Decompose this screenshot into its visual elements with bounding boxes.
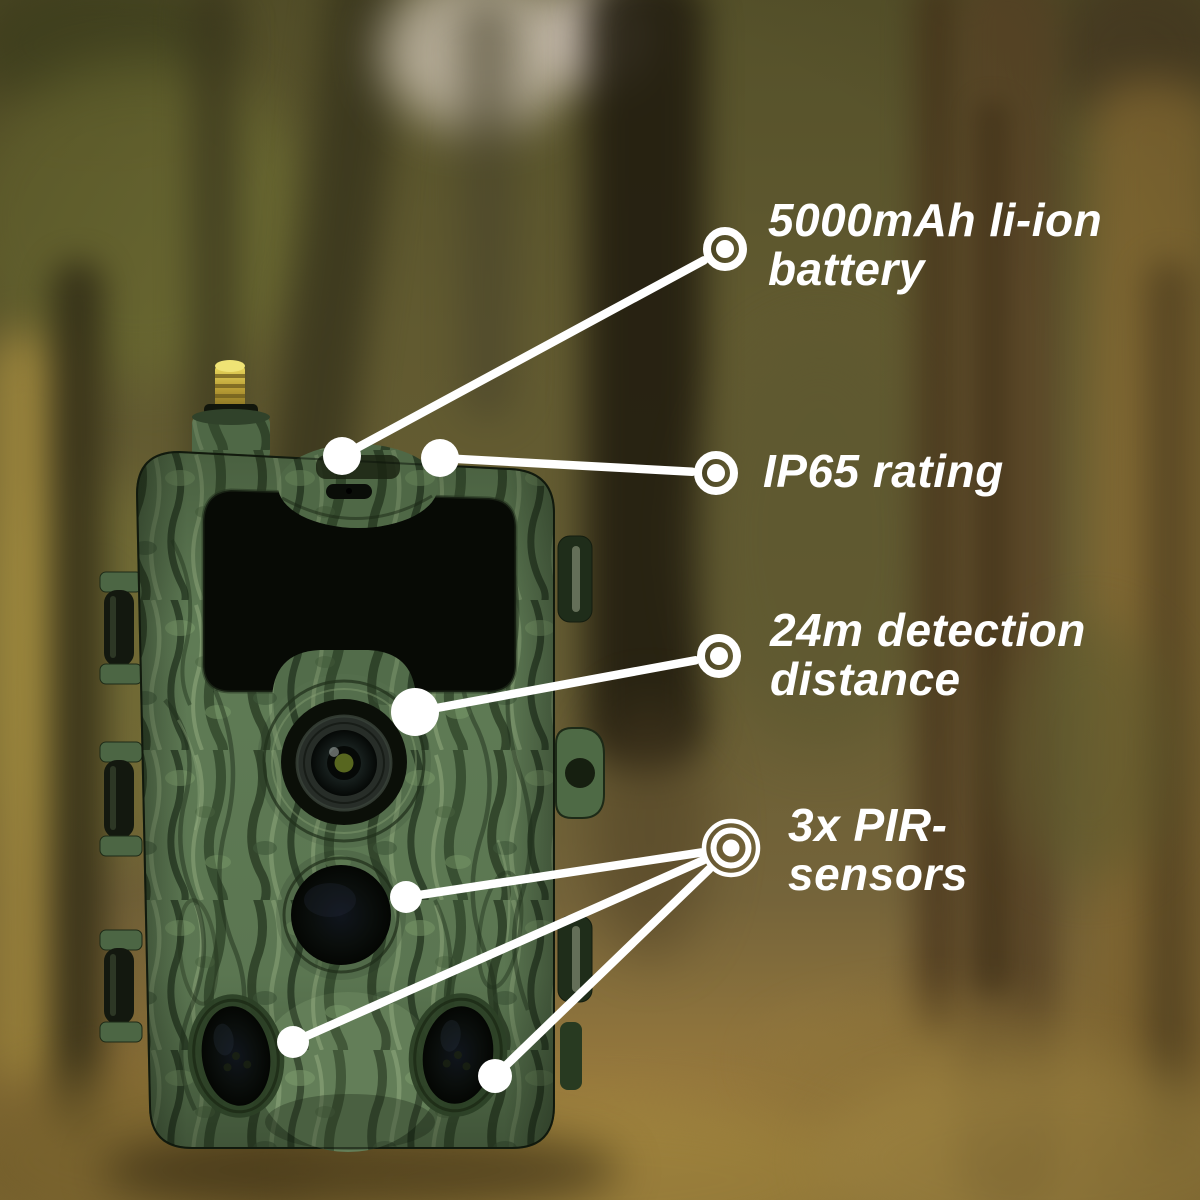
- callout-line: [401, 848, 706, 902]
- ir-flash-window: [201, 488, 518, 694]
- callout-text-line: sensors: [788, 848, 968, 900]
- ring-marker: [697, 634, 741, 678]
- callout-text-line: IP65 rating: [763, 445, 1004, 497]
- callout-label-battery: 5000mAh li-ion battery: [768, 196, 1102, 294]
- body-outline: [135, 450, 555, 1149]
- right-latch: [557, 535, 593, 623]
- callout-dot: [391, 688, 439, 736]
- callout-dot: [277, 1026, 309, 1058]
- callout-line: [337, 256, 709, 461]
- camera-lens: [257, 650, 431, 848]
- callout-dot: [323, 437, 361, 475]
- pir-sensor-left: [187, 994, 285, 1118]
- callout-text-line: 3x PIR-: [788, 799, 948, 851]
- left-latch: [99, 571, 143, 685]
- callout-text-line: 5000mAh li-ion: [768, 194, 1103, 246]
- callout-line: [490, 864, 714, 1081]
- callout-label-ip65: IP65 rating: [763, 447, 1004, 496]
- callout-text-line: distance: [770, 653, 961, 705]
- antenna-connector: [192, 360, 270, 462]
- mounting-ear: [555, 727, 605, 819]
- callout-text-line: 24m detection: [770, 604, 1086, 656]
- callout-label-pir: 3x PIR- sensors: [788, 801, 968, 899]
- callout-line: [435, 453, 697, 476]
- callout-dot: [390, 881, 422, 913]
- callout-graphics: [277, 227, 761, 1093]
- callout-line: [288, 855, 708, 1047]
- ring-marker: [694, 451, 738, 495]
- pir-sensor-center: [276, 850, 406, 980]
- callout-dot: [421, 439, 459, 477]
- callout-line: [410, 656, 700, 717]
- left-latch: [99, 929, 143, 1043]
- trail-camera: [99, 360, 605, 1152]
- callout-text-line: battery: [768, 243, 925, 295]
- right-latch: [557, 915, 593, 1003]
- left-latch: [99, 741, 143, 857]
- callout-dot: [478, 1059, 512, 1093]
- right-lower-tab: [560, 1022, 582, 1090]
- ring-marker: [703, 227, 747, 271]
- callout-label-detection: 24m detection distance: [770, 606, 1086, 704]
- triple-ring-marker: [701, 818, 761, 878]
